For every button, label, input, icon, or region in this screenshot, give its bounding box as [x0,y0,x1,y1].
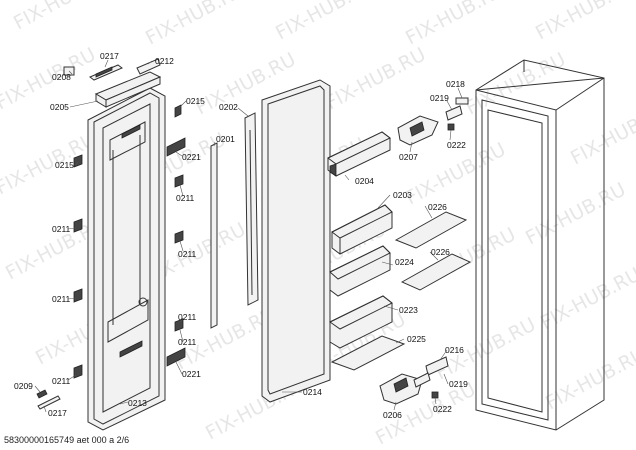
callout-0211-door-3: 0211 [52,376,71,386]
watermark: FIX-HUB.RU [522,178,629,249]
callout-0215-door: 0215 [55,160,74,170]
watermark: FIX-HUB.RU [142,0,249,49]
watermark: FIX-HUB.RU [462,48,569,119]
callout-0226-lower: 0226 [431,247,450,257]
hinge-bottom [379,356,449,405]
callout-labels: 0217 0208 0212 0205 0215 0202 0215 0221 … [14,51,468,420]
callout-0207: 0207 [399,152,418,162]
door-bin-223 [329,295,393,349]
callout-0223: 0223 [399,305,418,315]
glass-shelves [330,211,472,371]
callout-0221-upper: 0221 [182,152,201,162]
callout-0204: 0204 [355,176,374,186]
callout-0209: 0209 [14,381,33,391]
callout-0214: 0214 [303,387,322,397]
callout-0208: 0208 [52,72,71,82]
callout-0217-top: 0217 [100,51,119,61]
callout-0222-bottom: 0222 [433,404,452,414]
callout-0217-bottom: 0217 [48,408,67,418]
callout-0203: 0203 [393,190,412,200]
leader-lines [34,59,463,413]
callout-0226-upper: 0226 [428,202,447,212]
door-bottom-parts [36,389,61,410]
door-panel [87,87,166,431]
callout-0213: 0213 [128,398,147,408]
watermark: FIX-HUB.RU [0,128,99,199]
watermark: FIX-HUB.RU [567,98,636,169]
callout-0222-top: 0222 [447,140,466,150]
callout-0211-liner-3: 0211 [178,312,197,322]
callout-0218: 0218 [446,79,465,89]
callout-0211-liner-2: 0211 [178,249,197,259]
callout-0212: 0212 [155,56,174,66]
drawing-reference: 58300000165749 aet 000 a 2/6 [4,435,129,445]
callout-0216: 0216 [445,345,464,355]
vertical-strip [244,112,259,306]
callout-0211-door-1: 0211 [52,224,71,234]
cabinet-body [475,59,605,431]
callout-0211-liner-1: 0211 [176,193,195,203]
hinge-top [397,97,469,146]
watermark: FIX-HUB.RU [10,0,117,34]
watermark: FIX-HUB.RU [402,0,509,49]
callout-0206: 0206 [383,410,402,420]
callout-0224: 0224 [395,257,414,267]
callout-0211-liner-4: 0211 [178,337,197,347]
callout-0219-top: 0219 [430,93,449,103]
vertical-rail [210,142,218,329]
callout-0202: 0202 [219,102,238,112]
watermark: FIX-HUB.RU [322,43,429,114]
door-brackets [73,104,186,379]
door-bin-203 [331,204,393,255]
callout-0205: 0205 [50,102,69,112]
callout-0211-door-2: 0211 [52,294,71,304]
callout-0201: 0201 [216,134,235,144]
watermark: FIX-HUB.RU [532,0,636,44]
callout-0221-lower: 0221 [182,369,201,379]
watermark: FIX-HUB.RU [272,0,379,44]
door-bin-top [327,131,391,177]
callout-0219-bottom: 0219 [449,379,468,389]
callout-0225: 0225 [407,334,426,344]
door-bin-224 [329,245,391,297]
watermark: FIX-HUB.RU [537,263,636,334]
door-gasket [261,79,331,403]
callout-0215-liner: 0215 [186,96,205,106]
